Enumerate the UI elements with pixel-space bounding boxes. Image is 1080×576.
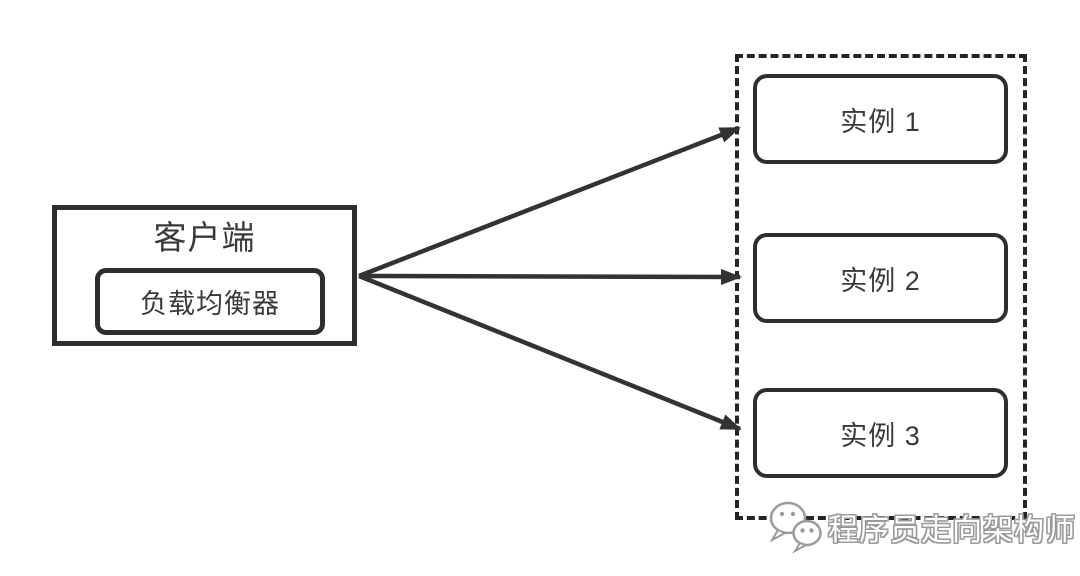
wechat-icon xyxy=(769,501,822,554)
load-balancer-label: 负载均衡器 xyxy=(140,289,280,319)
instance-label: 实例 3 xyxy=(840,420,921,451)
instance-label: 实例 2 xyxy=(840,265,921,296)
instance-box-1: 实例 1 xyxy=(753,74,1008,164)
arrow-to-instance-1 xyxy=(358,125,741,279)
instance-label: 实例 1 xyxy=(840,106,921,137)
instance-box-2: 实例 2 xyxy=(753,233,1008,323)
client-title: 客户端 xyxy=(153,219,256,256)
load-balancer-box: 负载均衡器 xyxy=(95,268,325,335)
watermark: 程序员走向架构师 xyxy=(766,498,1076,556)
client-box: 客户端 负载均衡器 xyxy=(52,205,357,346)
arrow-to-instance-2 xyxy=(358,268,742,285)
arrow-to-instance-3 xyxy=(358,273,742,432)
watermark-text: 程序员走向架构师 xyxy=(828,514,1076,547)
instance-cluster: 实例 1 实例 2 实例 3 xyxy=(735,54,1027,520)
instance-box-3: 实例 3 xyxy=(753,388,1008,478)
